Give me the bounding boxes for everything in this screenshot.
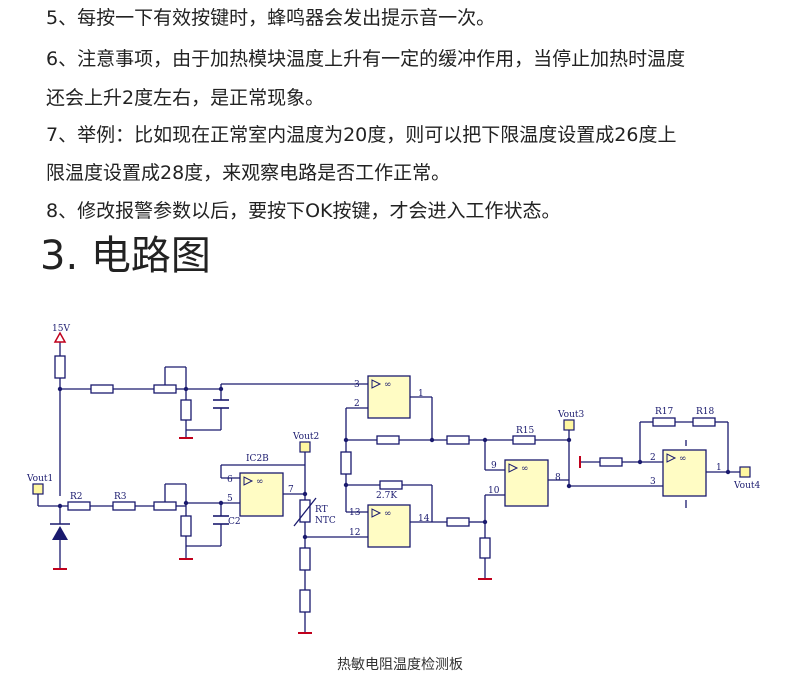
svg-text:8: 8 — [555, 473, 561, 483]
output-probes — [32, 419, 751, 495]
resistors — [54, 355, 716, 613]
item-7-line-2: 限温度设置成28度，来观察电路是否工作正常。 — [46, 162, 451, 184]
svg-text:R17: R17 — [655, 407, 674, 417]
svg-text:7: 7 — [288, 485, 294, 495]
svg-text:R18: R18 — [696, 407, 715, 417]
circuit-diagram: 15V — [26, 324, 761, 634]
svg-text:13: 13 — [349, 508, 361, 518]
svg-text:Vout3: Vout3 — [557, 410, 585, 420]
svg-text:R15: R15 — [516, 426, 535, 436]
label-15v: 15V — [52, 324, 70, 334]
svg-text:NTC: NTC — [315, 516, 336, 526]
component-labels: Vout1 Vout2 Vout3 Vout4 R2 R3 R15 R17 R1… — [26, 380, 761, 538]
svg-text:9: 9 — [491, 461, 497, 471]
heading-title: 电路图 — [90, 233, 211, 279]
opamp-triangles — [243, 379, 677, 518]
opamps — [239, 375, 707, 548]
svg-text:1: 1 — [418, 389, 424, 399]
svg-text:RT: RT — [315, 505, 328, 515]
item-6-line-2: 还会上升2度左右，是正常现象。 — [46, 87, 325, 109]
svg-text:∞: ∞ — [679, 454, 687, 464]
junction-dots — [57, 386, 731, 540]
svg-text:∞: ∞ — [384, 509, 392, 519]
svg-text:2: 2 — [354, 399, 360, 409]
svg-text:∞: ∞ — [521, 464, 529, 474]
svg-text:∞: ∞ — [384, 380, 392, 390]
item-8: 8、修改报警参数以后，要按下OK按键，才会进入工作状态。 — [46, 200, 561, 222]
svg-text:IC2B: IC2B — [246, 454, 269, 464]
svg-text:C2: C2 — [228, 517, 241, 527]
svg-text:3: 3 — [354, 380, 360, 390]
heading-number: 3 — [40, 233, 66, 279]
svg-text:Vout4: Vout4 — [733, 481, 761, 491]
opamp-inf-labels: ∞ ∞ ∞ ∞ ∞ — [256, 380, 687, 519]
svg-text:10: 10 — [488, 486, 500, 496]
svg-text:Vout2: Vout2 — [292, 432, 319, 442]
svg-text:Vout1: Vout1 — [26, 474, 53, 484]
svg-text:2: 2 — [650, 453, 656, 463]
svg-text:5: 5 — [227, 494, 233, 504]
wires — [37, 342, 740, 632]
item-5: 5、每按一下有效按键时，蜂鸣器会发出提示音一次。 — [46, 7, 496, 29]
item-7-line-1: 7、举例：比如现在正常室内温度为20度，则可以把下限温度设置成26度上 — [46, 124, 677, 146]
svg-text:∞: ∞ — [256, 477, 264, 487]
svg-text:14: 14 — [418, 514, 430, 524]
diagram-caption: 热敏电阻温度检测板 — [337, 657, 463, 673]
ground-symbols — [53, 437, 581, 634]
supply-arrow-icon — [53, 331, 67, 343]
heading-dot: . — [65, 233, 79, 279]
capacitors — [213, 399, 229, 525]
svg-text:3: 3 — [650, 477, 656, 487]
section-heading: 3. 电路图 — [40, 232, 211, 280]
ntc-thermistor-icon — [293, 497, 317, 527]
item-6-line-1: 6、注意事项，由于加热模块温度上升有一定的缓冲作用，当停止加热时温度 — [46, 48, 686, 70]
zener-diode-icon — [52, 526, 68, 540]
svg-text:6: 6 — [227, 475, 233, 485]
svg-text:R3: R3 — [114, 492, 127, 502]
svg-text:2.7K: 2.7K — [376, 491, 397, 501]
svg-text:R2: R2 — [70, 492, 83, 502]
svg-text:12: 12 — [349, 528, 360, 538]
svg-text:1: 1 — [716, 463, 722, 473]
